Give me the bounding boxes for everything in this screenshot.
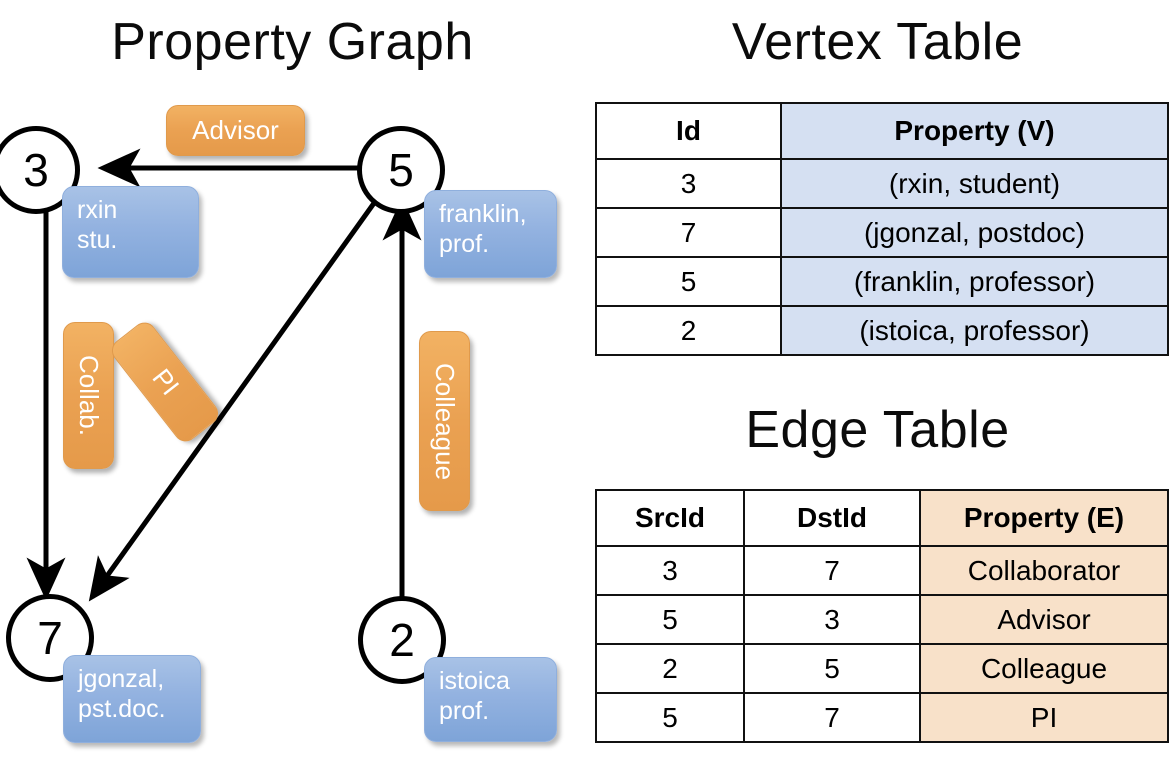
graph-node-3-id: 3 [23, 144, 49, 196]
edge-table-header-row: SrcId DstId Property (E) [595, 489, 1169, 547]
page-title-vertex-table: Vertex Table [731, 13, 1024, 71]
edge-row-3-property: PI [919, 692, 1169, 743]
vertex-label-franklin[interactable]: franklin, prof. [424, 190, 557, 278]
vertex-row-2-property: (franklin, professor) [780, 256, 1169, 307]
edge-label-advisor-text: Advisor [192, 115, 279, 145]
vertex-row-1-property: (jgonzal, postdoc) [780, 207, 1169, 258]
vertex-label-jgonzal-line2: pst.doc. [78, 694, 166, 723]
edge-label-advisor[interactable]: Advisor [166, 105, 305, 156]
vertex-table-header-row: Id Property (V) [595, 102, 1169, 160]
table-row[interactable]: 5 7 PI [595, 692, 1169, 743]
edge-row-2-src: 2 [595, 643, 745, 694]
vertex-row-2-id: 5 [595, 256, 782, 307]
edge-row-0-property: Collaborator [919, 545, 1169, 596]
vertex-label-rxin-line2: stu. [77, 225, 118, 254]
edge-row-3-dst: 7 [743, 692, 921, 743]
table-row[interactable]: 3 7 Collaborator [595, 545, 1169, 596]
vertex-table: Id Property (V) 3 (rxin, student) 7 (jgo… [595, 102, 1169, 356]
page-title-property-graph: Property Graph [111, 13, 474, 71]
vertex-label-rxin-line1: rxin [77, 196, 118, 224]
vertex-label-istoica[interactable]: istoica prof. [424, 657, 557, 742]
vertex-label-istoica-line2: prof. [439, 696, 490, 725]
edge-line-pi [88, 190, 385, 602]
graph-edges-svg [26, 148, 422, 610]
edge-label-colleague-text: Colleague [430, 362, 460, 480]
edge-row-1-src: 5 [595, 594, 745, 645]
vertex-row-3-id: 2 [595, 305, 782, 356]
vertex-label-jgonzal[interactable]: jgonzal, pst.doc. [63, 655, 201, 743]
edge-row-2-property: Colleague [919, 643, 1169, 694]
edge-label-colleague[interactable]: Colleague [419, 331, 470, 511]
table-row[interactable]: 5 (franklin, professor) [595, 256, 1169, 307]
edge-label-pi-text: PI [146, 362, 185, 401]
vertex-row-0-property: (rxin, student) [780, 158, 1169, 209]
graph-node-5-id: 5 [388, 144, 414, 196]
edge-row-1-property: Advisor [919, 594, 1169, 645]
edge-table-header-srcid: SrcId [595, 489, 745, 547]
table-row[interactable]: 3 (rxin, student) [595, 158, 1169, 209]
vertex-label-jgonzal-line1: jgonzal, [78, 665, 165, 693]
vertex-label-franklin-line2: prof. [439, 229, 490, 258]
table-row[interactable]: 7 (jgonzal, postdoc) [595, 207, 1169, 258]
edge-table: SrcId DstId Property (E) 3 7 Collaborato… [595, 489, 1169, 743]
vertex-row-0-id: 3 [595, 158, 782, 209]
table-row[interactable]: 5 3 Advisor [595, 594, 1169, 645]
table-row[interactable]: 2 (istoica, professor) [595, 305, 1169, 356]
graph-node-2-id: 2 [389, 614, 415, 666]
vertex-label-istoica-line1: istoica [439, 667, 510, 695]
edge-row-3-src: 5 [595, 692, 745, 743]
vertex-label-franklin-line1: franklin, [439, 200, 527, 228]
edge-row-0-src: 3 [595, 545, 745, 596]
edge-row-1-dst: 3 [743, 594, 921, 645]
property-graph-diagram: 3 5 7 2 rxin stu. franklin, prof. jgonza… [0, 105, 557, 743]
vertex-row-1-id: 7 [595, 207, 782, 258]
edge-table-header-property: Property (E) [919, 489, 1169, 547]
edge-row-0-dst: 7 [743, 545, 921, 596]
vertex-label-rxin[interactable]: rxin stu. [62, 186, 199, 278]
page-title-edge-table: Edge Table [745, 401, 1010, 459]
vertex-table-header-property: Property (V) [780, 102, 1169, 160]
edge-row-2-dst: 5 [743, 643, 921, 694]
edge-table-header-dstid: DstId [743, 489, 921, 547]
vertex-table-header-id: Id [595, 102, 782, 160]
vertex-row-3-property: (istoica, professor) [780, 305, 1169, 356]
table-row[interactable]: 2 5 Colleague [595, 643, 1169, 694]
edge-label-collab-text: Collab. [74, 355, 104, 436]
edge-label-collab[interactable]: Collab. [63, 322, 114, 469]
graph-node-7-id: 7 [37, 612, 63, 664]
